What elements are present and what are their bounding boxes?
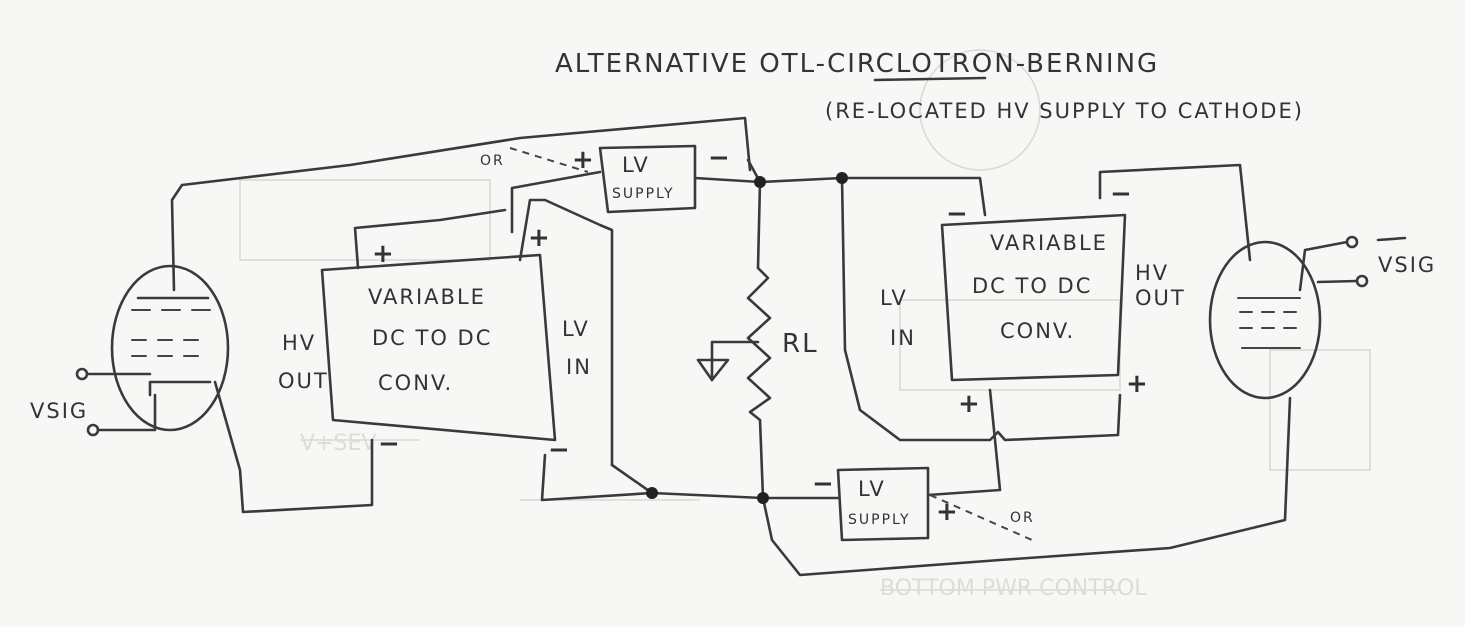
load-resistor-label: RL	[782, 329, 819, 359]
title-underline	[873, 76, 987, 82]
svg-text:V+SEV: V+SEV	[300, 431, 376, 456]
right-lv-plus-sign: +	[958, 389, 982, 419]
junction-dot	[757, 492, 769, 504]
top-or-label: OR	[480, 153, 505, 169]
bottom-supply-plus-sign: +	[936, 497, 960, 527]
right-converter-line2: DC TO DC	[972, 274, 1092, 298]
left-converter-line3: CONV.	[378, 371, 453, 395]
left-lv-in-line2: IN	[566, 355, 592, 379]
left-hv-minus-sign: −	[378, 429, 402, 459]
right-hv-out-line2: OUT	[1135, 286, 1186, 310]
right-hv-plus-sign: +	[1126, 369, 1150, 399]
right-converter-box	[940, 213, 1127, 382]
left-hv-plus-sign: +	[372, 239, 396, 269]
svg-text:BOTTOM PWR CONTROL: BOTTOM PWR CONTROL	[880, 576, 1147, 601]
top-supply-line1: LV	[622, 153, 650, 177]
left-vsig-label: VSIG	[30, 399, 88, 423]
junction-dot	[836, 172, 848, 184]
right-vsig-label: VSIG	[1378, 253, 1436, 277]
diagram-subtitle: (RE-LOCATED HV SUPPLY TO CATHODE)	[825, 99, 1304, 123]
right-lv-minus-sign: −	[946, 199, 970, 229]
bottom-lv-supply-box	[836, 466, 930, 542]
wiring	[170, 116, 1292, 577]
bottom-or-label: OR	[1010, 510, 1035, 526]
left-tube	[110, 264, 230, 432]
top-supply-minus-sign: −	[708, 143, 732, 173]
left-converter-line2: DC TO DC	[372, 326, 492, 350]
paper-show-through: V+SEV BOTTOM PWR CONTROL	[239, 49, 1371, 601]
right-tube	[1208, 240, 1322, 400]
left-vsig-terminal-2	[86, 423, 100, 437]
left-lv-in-line1: LV	[562, 317, 590, 341]
bottom-supply-line1: LV	[858, 477, 886, 501]
left-converter-box	[320, 253, 557, 442]
junction-dot	[646, 487, 658, 499]
top-supply-plus-sign: +	[572, 145, 596, 175]
left-lv-minus-sign: −	[548, 435, 572, 465]
right-converter-line1: VARIABLE	[990, 231, 1108, 255]
bottom-supply-minus-sign: −	[812, 469, 836, 499]
right-lv-in-line1: LV	[880, 286, 908, 310]
left-hv-out-line1: HV	[282, 331, 316, 355]
left-hv-out-line2: OUT	[278, 369, 329, 393]
vsig-overbar	[1376, 236, 1407, 242]
top-supply-line2: SUPPLY	[612, 186, 675, 202]
junction-dot	[754, 176, 766, 188]
bottom-supply-line2: SUPPLY	[848, 512, 911, 528]
right-lv-in-line2: IN	[890, 326, 916, 350]
left-converter-line1: VARIABLE	[368, 285, 486, 309]
right-vsig-terminal-1	[1345, 235, 1359, 249]
top-lv-supply-box	[598, 144, 697, 214]
right-hv-minus-sign: −	[1110, 179, 1134, 209]
left-lv-plus-sign: +	[528, 223, 552, 253]
right-hv-out-line1: HV	[1135, 261, 1169, 285]
right-vsig-terminal-2	[1355, 274, 1369, 288]
right-converter-line3: CONV.	[1000, 319, 1075, 343]
left-vsig-terminal-1	[75, 367, 89, 381]
diagram-title: ALTERNATIVE OTL-CIRCLOTRON-BERNING	[555, 49, 1159, 79]
